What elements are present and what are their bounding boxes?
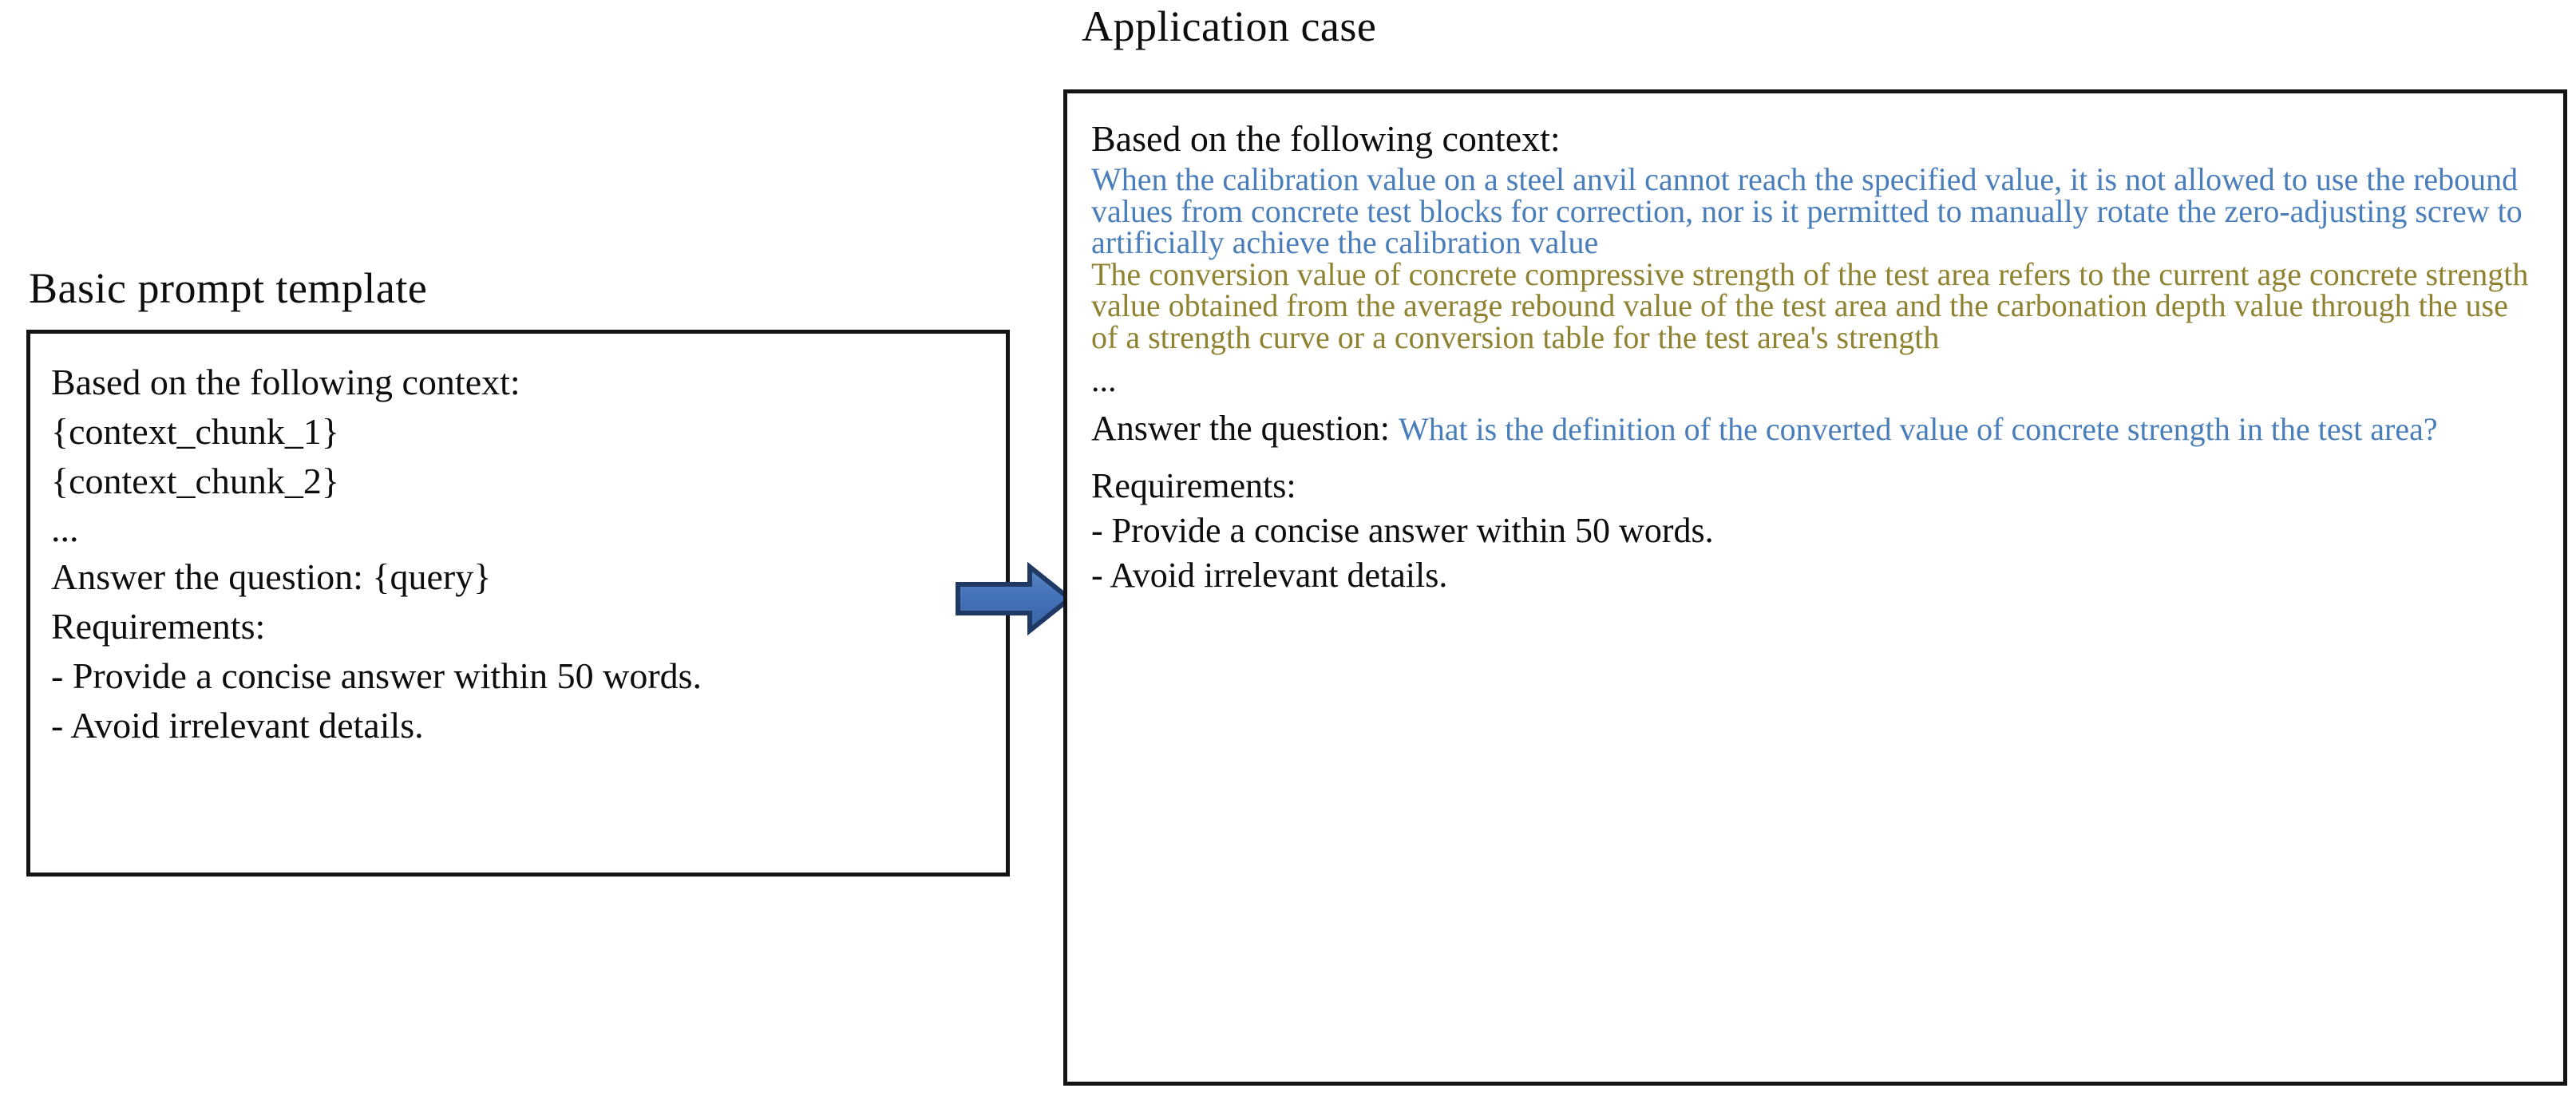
template-line-ellipsis: ... xyxy=(51,508,79,549)
case-requirements-label: Requirements: xyxy=(1091,466,1296,505)
basic-prompt-template-box: Based on the following context: {context… xyxy=(26,330,1010,877)
case-context-chunk-2: The conversion value of concrete compres… xyxy=(1091,255,2529,355)
case-ellipsis: ... xyxy=(1091,362,1117,399)
template-line-answer-question: Answer the question: {query} xyxy=(51,556,492,597)
case-requirement-1: - Provide a concise answer within 50 wor… xyxy=(1091,511,1714,550)
case-context-chunk-1: When the calibration value on a steel an… xyxy=(1091,161,2523,260)
spacer xyxy=(1091,401,2539,409)
case-query-text: What is the definition of the converted … xyxy=(1398,411,2438,447)
case-answer-question-line: Answer the question: What is the definit… xyxy=(1091,409,2539,449)
template-line-chunk-2: {context_chunk_2} xyxy=(51,461,339,501)
case-context-heading: Based on the following context: xyxy=(1091,118,1561,159)
template-line-requirement-2: - Avoid irrelevant details. xyxy=(51,705,424,746)
template-line-requirements-label: Requirements: xyxy=(51,606,266,647)
right-panel-title: Application case xyxy=(1082,2,1377,50)
template-line-chunk-1: {context_chunk_1} xyxy=(51,411,339,452)
left-panel-title: Basic prompt template xyxy=(29,264,428,312)
case-requirement-2: - Avoid irrelevant details. xyxy=(1091,556,1448,595)
right-arrow-icon xyxy=(955,561,1074,636)
template-line-context-heading: Based on the following context: xyxy=(51,362,520,402)
spacer xyxy=(1091,449,2539,464)
case-answer-label: Answer the question: xyxy=(1091,409,1390,448)
template-line-requirement-1: - Provide a concise answer within 50 wor… xyxy=(51,655,702,696)
application-case-box: Based on the following context: When the… xyxy=(1063,89,2567,1086)
